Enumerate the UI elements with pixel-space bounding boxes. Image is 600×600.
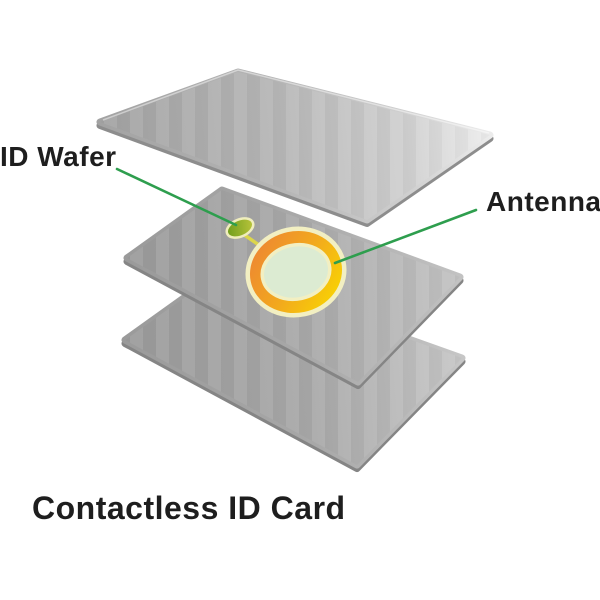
antenna-coil-core xyxy=(260,242,332,302)
diagram-caption: Contactless ID Card xyxy=(32,490,346,526)
id-wafer-label: ID Wafer xyxy=(0,141,117,172)
top-card-layer xyxy=(96,68,494,227)
antenna-coil xyxy=(245,226,347,318)
top-card-edge-highlight xyxy=(102,69,490,134)
antenna-pointer-line xyxy=(333,208,478,265)
antenna-label: Antenna xyxy=(486,186,600,217)
bottom-card-banding xyxy=(125,272,462,465)
top-card-banding xyxy=(100,72,490,220)
inlay-card-layer xyxy=(123,186,464,389)
id-wafer-pointer-line xyxy=(115,167,238,227)
